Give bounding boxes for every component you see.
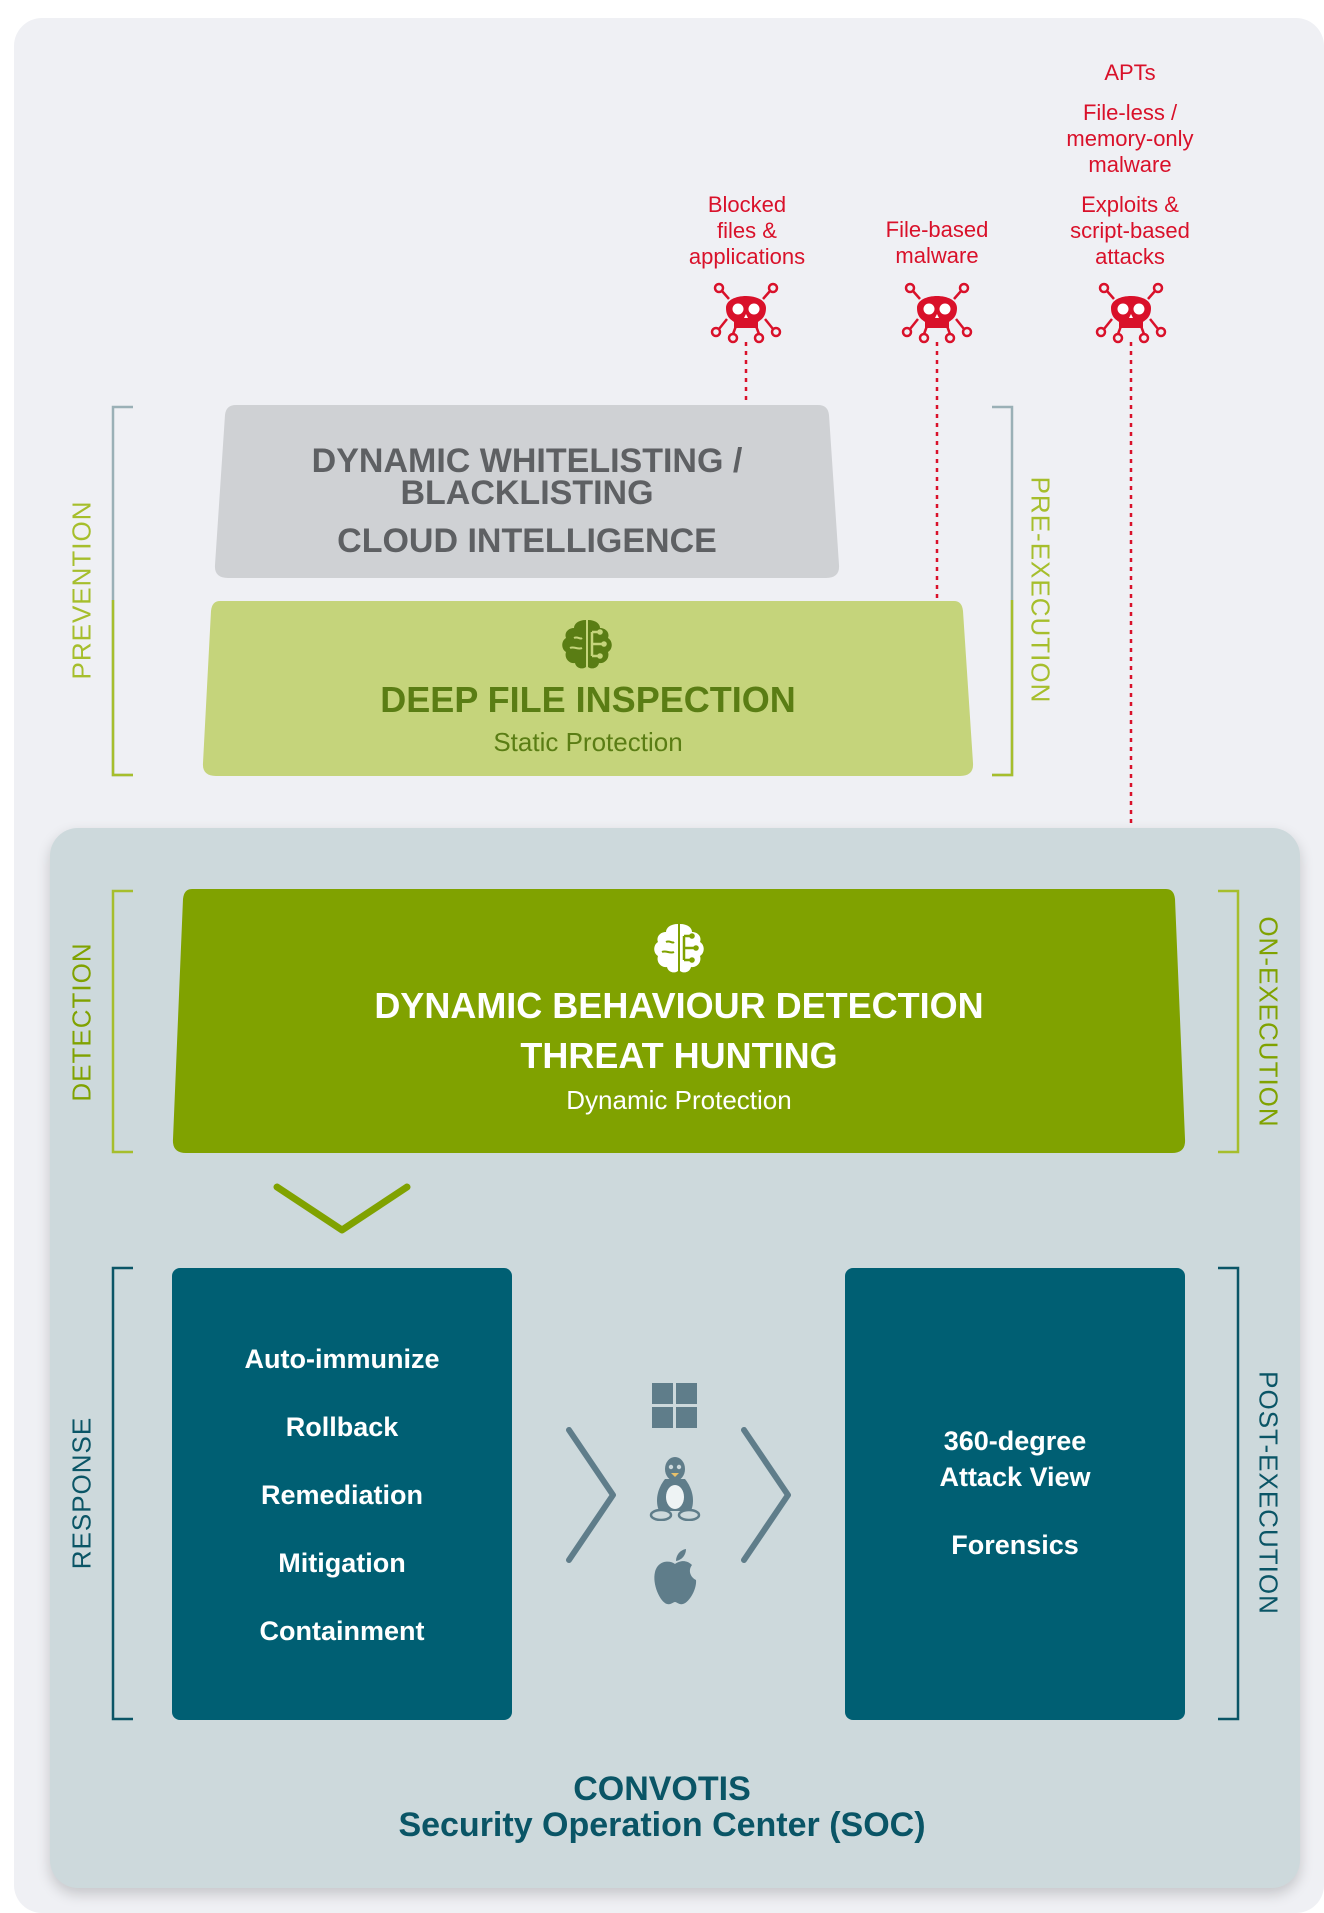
soc-title: Security Operation Center (SOC): [398, 1806, 926, 1844]
whitelisting-title: DYNAMIC WHITELISTING /: [311, 442, 743, 480]
chevron-down-icon: [273, 1183, 411, 1234]
chevron-right-icon: [741, 1427, 791, 1563]
post-item: Forensics: [951, 1530, 1079, 1560]
post-item: 360-degree: [943, 1426, 1087, 1456]
post-execution-box: 360-degree Attack View Forensics: [845, 1268, 1185, 1720]
cloud-intelligence-title: CLOUD INTELLIGENCE: [337, 522, 717, 560]
response-label: RESPONSE: [66, 1416, 97, 1570]
post-execution-label: POST-EXECUTION: [1253, 1371, 1284, 1615]
behaviour-detection-layer: [172, 889, 1186, 1153]
static-protection-subtitle: Static Protection: [493, 727, 683, 757]
dynamic-protection-subtitle: Dynamic Protection: [566, 1085, 792, 1115]
deep-file-inspection-layer: [202, 601, 974, 776]
response-box: Auto-immunize Rollback Remediation Mitig…: [172, 1268, 512, 1720]
whitelisting-layer: [214, 405, 840, 578]
linux-icon: [649, 1457, 701, 1521]
blacklisting-title: BLACKLISTING: [400, 474, 654, 512]
threat-label-file-based: File-based malware: [885, 217, 989, 268]
response-item: Remediation: [260, 1480, 424, 1510]
behaviour-detection-title: DYNAMIC BEHAVIOUR DETECTION: [374, 985, 984, 1026]
whitelisting-layer-text: DYNAMIC WHITELISTING / BLACKLISTING CLOU…: [214, 405, 840, 580]
deep-file-inspection-title: DEEP FILE INSPECTION: [380, 679, 796, 720]
behaviour-detection-content: DYNAMIC BEHAVIOUR DETECTION THREAT HUNTI…: [172, 889, 1186, 1155]
detection-label: DETECTION: [66, 942, 97, 1102]
ai-brain-icon: [562, 620, 612, 669]
response-item: Containment: [259, 1616, 425, 1646]
deep-file-inspection-content: DEEP FILE INSPECTION Static Protection: [202, 601, 974, 777]
ai-brain-icon: [654, 924, 704, 973]
response-item: Rollback: [285, 1412, 399, 1442]
windows-icon: [652, 1383, 697, 1428]
threat-label-apts: APTs: [1104, 60, 1156, 85]
response-item: Auto-immunize: [244, 1344, 440, 1374]
on-execution-label: ON-EXECUTION: [1253, 916, 1284, 1128]
threat-hunting-title: THREAT HUNTING: [520, 1035, 838, 1076]
threat-label-exploits: Exploits & script-based attacks: [1070, 192, 1190, 269]
threat-label-fileless: File-less / memory-only malware: [1066, 100, 1194, 177]
response-item: Mitigation: [278, 1548, 406, 1578]
apple-icon: [654, 1549, 697, 1605]
soc-company-name: CONVOTIS: [573, 1770, 751, 1808]
post-item: Attack View: [939, 1462, 1091, 1492]
threat-connectors: [710, 282, 1167, 888]
threat-label-blocked: Blocked files & applications: [688, 192, 806, 269]
chevron-right-icon: [566, 1427, 616, 1563]
